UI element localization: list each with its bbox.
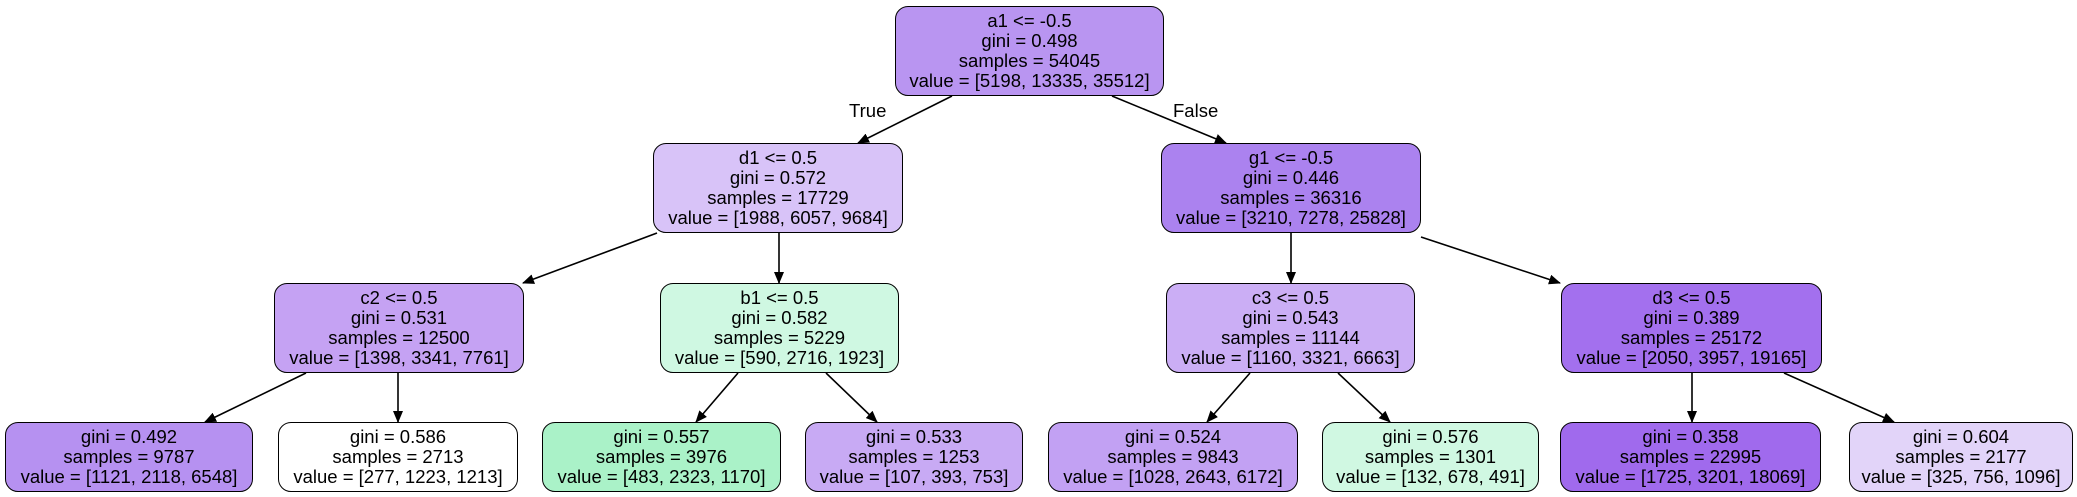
- edge-n0-n1: [857, 95, 953, 144]
- node-value: value = [325, 756, 1096]: [1861, 466, 2061, 487]
- node-gini: gini = 0.572: [729, 167, 827, 188]
- node-samples: samples = 5229: [713, 327, 846, 348]
- node-value: value = [2050, 3957, 19165]: [1576, 347, 1807, 368]
- node-gini: gini = 0.586: [349, 426, 447, 447]
- node-split: d1 <= 0.5: [738, 147, 818, 168]
- node-samples: samples = 11144: [1221, 327, 1360, 348]
- node-value: value = [1725, 3201, 18069]: [1575, 466, 1806, 487]
- node-samples: samples = 1301: [1364, 446, 1497, 467]
- node-gini: gini = 0.604: [1912, 426, 2010, 447]
- node-samples: samples = 25172: [1620, 327, 1763, 348]
- node-split: c3 <= 0.5: [1251, 287, 1330, 308]
- node-value: value = [132, 678, 491]: [1336, 466, 1525, 487]
- node-value: value = [1160, 3321, 6663]: [1181, 347, 1400, 368]
- node-gini: gini = 0.498: [981, 30, 1078, 51]
- node-split: a1 <= -0.5: [987, 10, 1072, 31]
- edge-n3-n7: [204, 372, 307, 423]
- node-gini: gini = 0.557: [613, 426, 710, 447]
- node-samples: samples = 9787: [63, 446, 195, 467]
- node-samples: samples = 22995: [1619, 446, 1762, 467]
- edge-n4-n10: [825, 372, 878, 423]
- node-samples: samples = 1253: [848, 446, 980, 467]
- node-samples: samples = 2177: [1895, 446, 2027, 467]
- edge-n5-n11: [1206, 372, 1251, 423]
- edge-n0-n2: [1111, 95, 1227, 144]
- node-samples: samples = 9843: [1107, 446, 1239, 467]
- node-value: value = [590, 2716, 1923]: [674, 347, 885, 368]
- node-samples: samples = 54045: [958, 50, 1101, 71]
- node-gini: gini = 0.576: [1382, 426, 1479, 447]
- node-value: value = [277, 1223, 1213]: [293, 466, 503, 487]
- edge-n1-n3: [522, 232, 658, 284]
- node-split: b1 <= 0.5: [740, 287, 819, 308]
- node-value: value = [1398, 3341, 7761]: [289, 347, 509, 368]
- node-value: value = [483, 2323, 1170]: [557, 466, 766, 487]
- node-samples: samples = 17729: [707, 187, 849, 208]
- node-gini: gini = 0.389: [1643, 307, 1740, 328]
- node-value: value = [1121, 2118, 6548]: [20, 466, 238, 487]
- node-samples: samples = 3976: [595, 446, 728, 467]
- node-split: d3 <= 0.5: [1652, 287, 1731, 308]
- edge-n4-n9: [695, 372, 739, 423]
- node-gini: gini = 0.524: [1124, 426, 1222, 447]
- node-value: value = [107, 393, 753]: [819, 466, 1009, 487]
- edge-n6-n14: [1783, 372, 1895, 423]
- node-split: g1 <= -0.5: [1248, 147, 1334, 168]
- node-samples: samples = 12500: [328, 327, 470, 348]
- node-gini: gini = 0.531: [350, 307, 448, 328]
- node-gini: gini = 0.492: [80, 426, 178, 447]
- node-gini: gini = 0.582: [731, 307, 828, 328]
- node-samples: samples = 2713: [332, 446, 464, 467]
- node-value: value = [3210, 7278, 25828]: [1176, 207, 1406, 228]
- node-gini: gini = 0.543: [1242, 307, 1339, 328]
- node-gini: gini = 0.446: [1242, 167, 1340, 188]
- node-value: value = [5198, 13335, 35512]: [909, 70, 1150, 91]
- node-gini: gini = 0.358: [1642, 426, 1739, 447]
- node-value: value = [1028, 2643, 6172]: [1063, 466, 1283, 487]
- node-samples: samples = 36316: [1220, 187, 1362, 208]
- edge-label-true: True: [849, 100, 887, 121]
- node-value: value = [1988, 6057, 9684]: [668, 207, 888, 228]
- edge-label-false: False: [1173, 100, 1219, 121]
- node-split: c2 <= 0.5: [360, 287, 438, 308]
- node-gini: gini = 0.533: [865, 426, 963, 447]
- edge-n5-n12: [1337, 372, 1391, 423]
- edge-n2-n6: [1420, 236, 1561, 285]
